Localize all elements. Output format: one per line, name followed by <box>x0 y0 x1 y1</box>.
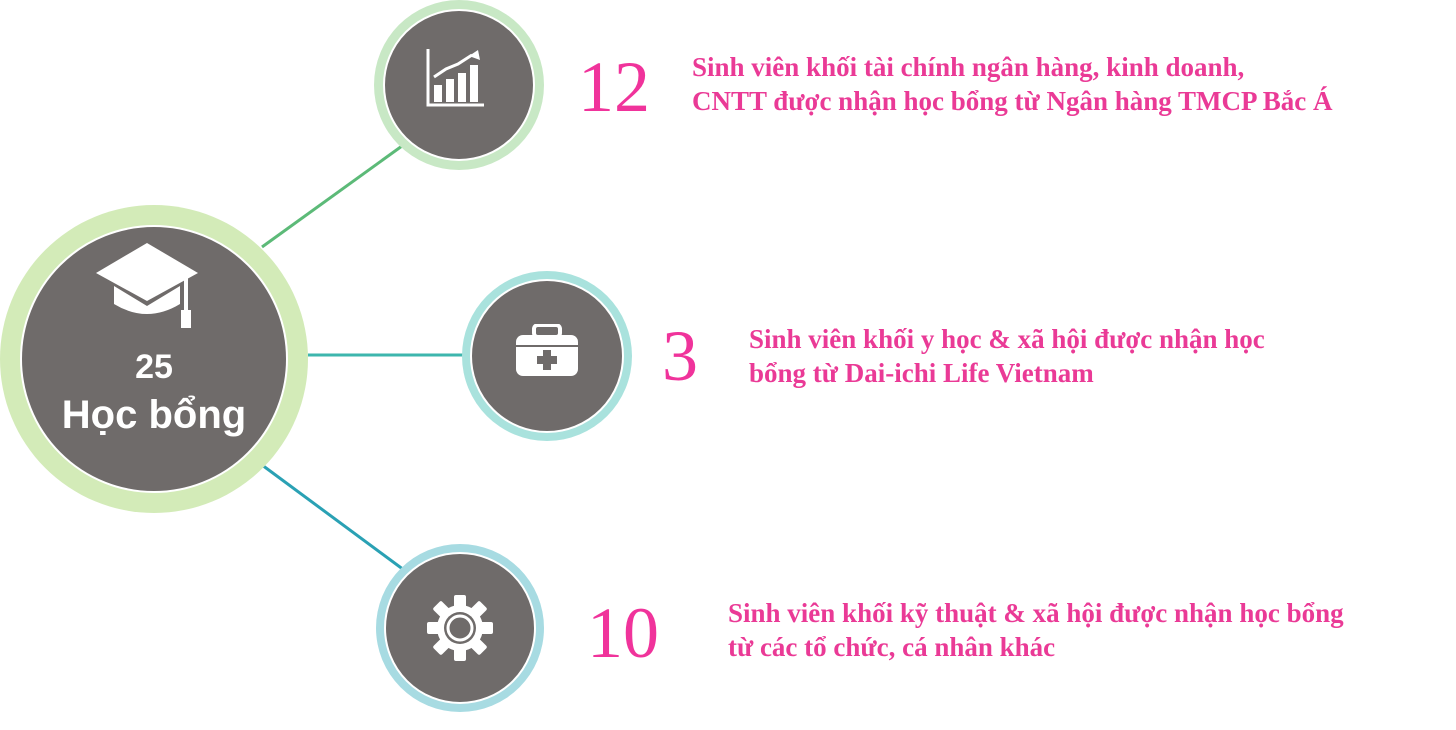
center-count: 25 <box>135 348 173 386</box>
branch-description-line: Sinh viên khối y học & xã hội được nhận … <box>749 324 1265 354</box>
branch-description-line: Sinh viên khối tài chính ngân hàng, kinh… <box>692 52 1245 82</box>
graduation-cap-icon <box>96 243 198 328</box>
branch-description-medical: Sinh viên khối y học & xã hội được nhận … <box>749 322 1265 390</box>
branch-description-line: từ các tổ chức, cá nhân khác <box>728 632 1056 662</box>
connector-line-bottom <box>261 463 405 572</box>
branch-description-line: bổng từ Dai-ichi Life Vietnam <box>749 358 1094 388</box>
branch-number-medical: 3 <box>662 316 698 396</box>
branch-description-line: CNTT được nhận học bổng từ Ngân hàng TMC… <box>692 86 1333 116</box>
branch-description-finance: Sinh viên khối tài chính ngân hàng, kinh… <box>692 50 1333 118</box>
center-label: Học bổng <box>61 393 247 437</box>
medical-kit-icon <box>516 324 578 376</box>
branch-number-finance: 12 <box>578 47 650 127</box>
gear-icon <box>427 595 493 661</box>
branch-description-engineering: Sinh viên khối kỹ thuật & xã hội được nh… <box>728 596 1344 664</box>
branch-description-line: Sinh viên khối kỹ thuật & xã hội được nh… <box>728 598 1344 628</box>
connector-line-top <box>261 144 403 249</box>
branch-number-engineering: 10 <box>587 593 659 673</box>
bar-chart-growth-icon <box>426 49 484 107</box>
